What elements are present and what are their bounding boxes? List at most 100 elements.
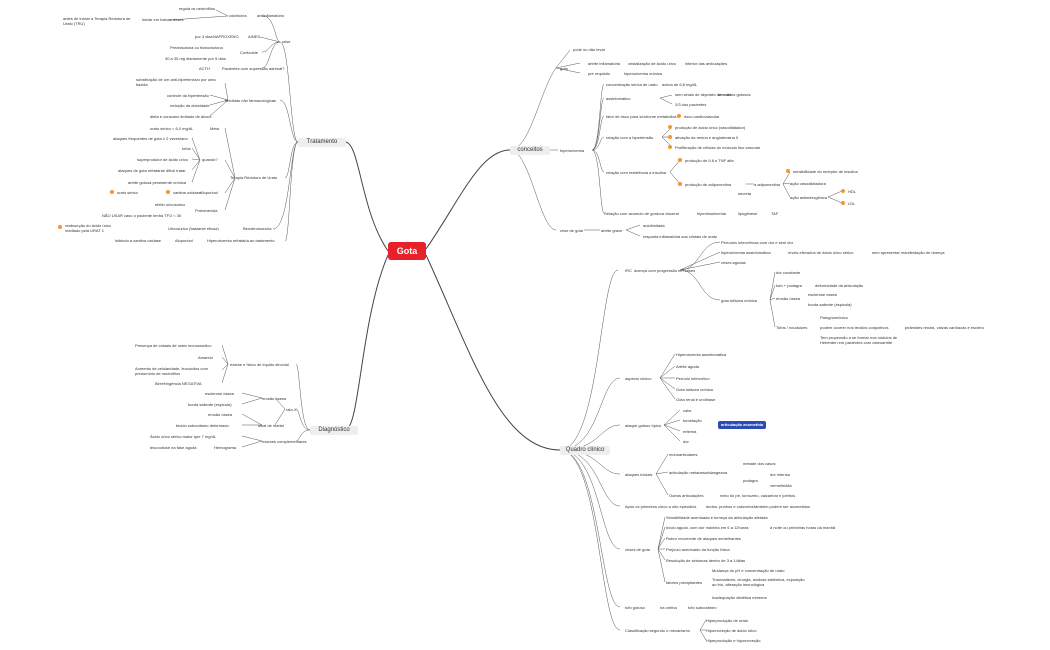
node[interactable]: Hipoexcreção de ácido úrico xyxy=(706,628,757,633)
node[interactable]: sem apresentar manifestação de doença xyxy=(872,250,945,255)
node[interactable]: Birrefringência NEGATIVA xyxy=(155,381,202,386)
node[interactable]: iniciar em baixas doses xyxy=(142,17,184,22)
node[interactable]: exame e físico de líquido sinovial xyxy=(230,362,289,367)
node[interactable]: crises de gota xyxy=(625,547,650,552)
node[interactable]: Mudança do pH e concentração de urato xyxy=(712,568,785,573)
node[interactable]: reabsorção do ácido úrico mediado pela U… xyxy=(65,223,112,233)
node[interactable]: esclerose óssea xyxy=(808,292,837,297)
node[interactable]: podem ocorrer nos tecidos conjuntivos xyxy=(820,325,889,330)
node[interactable]: Artrite aguda xyxy=(676,364,699,369)
node[interactable]: esclerose óssea xyxy=(205,391,234,396)
node[interactable]: sem tofos gotosos xyxy=(718,92,751,97)
node[interactable]: ativação da renina e angiotensina II xyxy=(675,135,739,140)
node[interactable]: Amarelo xyxy=(198,355,213,360)
node[interactable]: Gota tofácea crônica xyxy=(676,387,713,392)
central-topic[interactable]: Gota xyxy=(388,242,426,260)
node[interactable]: Hemograma xyxy=(214,445,237,450)
node[interactable]: erosão óssea xyxy=(208,412,233,417)
node[interactable]: produção de ácido úrico (vasodilatador) xyxy=(675,125,746,130)
node[interactable]: ataques frequentes de gota ≥ 2 vezes/ano xyxy=(113,136,188,141)
node[interactable]: Outras articulações xyxy=(669,493,704,498)
node[interactable]: gota tofácea crônica xyxy=(721,298,758,303)
node[interactable]: Hiperprodução e hipoexcreção xyxy=(706,638,761,643)
node[interactable]: 2/3 dos pacientes xyxy=(675,102,707,107)
node[interactable]: TAF xyxy=(771,211,779,216)
node[interactable]: na orelha xyxy=(660,605,677,610)
node[interactable]: substituição de um anti-hipertensivo por… xyxy=(136,77,216,87)
node[interactable]: produção de adiponectina xyxy=(685,182,732,187)
node[interactable]: Pacientes com supressão adrenal? xyxy=(222,66,285,71)
node[interactable]: superprodutor de ácido úrico xyxy=(137,157,188,162)
node[interactable]: interior das articulações xyxy=(685,61,728,66)
node[interactable]: gota xyxy=(560,66,568,71)
node[interactable]: Prednisolona ou triancinolona xyxy=(170,45,223,50)
node[interactable]: dedos, punhos e cotovelos xyxy=(706,504,754,509)
node[interactable]: tofo subcutâneo xyxy=(688,605,717,610)
node[interactable]: NAPROXENO xyxy=(213,34,239,39)
node[interactable]: por 3 dias xyxy=(195,34,213,39)
node[interactable]: Hiperuricemia assintomática xyxy=(676,352,727,357)
node[interactable]: Alopurinol xyxy=(175,238,193,243)
node[interactable]: Medidas não farmacológicas xyxy=(225,98,276,103)
node[interactable]: Patognomônico xyxy=(820,315,848,320)
node[interactable]: doença com progressão em crises xyxy=(634,268,696,273)
node[interactable]: ACTH xyxy=(199,66,210,71)
node[interactable]: relação com resistência a insulina xyxy=(606,170,667,175)
node[interactable]: sensibilidade do receptor de insulina xyxy=(793,169,858,174)
node[interactable]: erosão óssea xyxy=(262,396,287,401)
node[interactable]: Terapia Redutora de Urato xyxy=(230,175,278,180)
node[interactable]: hiperuricemia assintomática xyxy=(721,250,771,255)
node[interactable]: à noite ou primeiras horas da manhã xyxy=(770,525,836,530)
node[interactable]: pré requisito xyxy=(588,71,611,76)
node[interactable]: também podem ser acometidos xyxy=(754,504,811,509)
node[interactable]: controle da hipertensão xyxy=(167,93,209,98)
node[interactable]: crise de gota xyxy=(560,228,583,233)
node[interactable]: erosão óssea xyxy=(776,296,801,301)
node[interactable]: artrite inflamatória xyxy=(588,61,621,66)
node[interactable]: ação vasodilatadora xyxy=(790,181,826,186)
node[interactable]: quando? xyxy=(202,157,218,162)
node[interactable]: dor constante xyxy=(776,270,801,275)
node[interactable]: Uricosúrico (bastante eficaz) xyxy=(168,226,219,231)
node[interactable]: NÃO USAR caso o paciente tenha TFG < 30 xyxy=(102,213,182,218)
node[interactable]: Aumento de celularidade, leucócitos com … xyxy=(135,366,208,376)
node[interactable]: hiperinsulinemia xyxy=(697,211,726,216)
node[interactable]: 30 a 35 mg diariamente por 5 dias xyxy=(165,56,226,61)
node[interactable]: exames complementares xyxy=(262,439,307,444)
node[interactable]: acima de 6,8 mg/dL xyxy=(662,82,698,87)
node[interactable]: regula os neutrófilos xyxy=(178,6,215,11)
node[interactable]: Hiperprodução de urato xyxy=(706,618,749,623)
node[interactable]: Presença de cristais de urato monossódic… xyxy=(135,343,212,348)
branch-diagnostico[interactable]: Diagnóstico xyxy=(310,426,358,435)
node[interactable]: hiperuricemia crônica xyxy=(624,71,663,76)
node[interactable]: concentração sérica de urato xyxy=(606,82,658,87)
node[interactable]: relação com a hipertensão xyxy=(606,135,654,140)
node[interactable]: Período intercrítico xyxy=(676,376,710,381)
node[interactable]: níveis elevados de ácido úrico sérico xyxy=(788,250,854,255)
node[interactable]: a adiponectina xyxy=(754,182,781,187)
node[interactable]: Inadequação dietética extrema xyxy=(712,595,767,600)
node[interactable]: Períodos intercríticas com dor e sem dor xyxy=(721,240,794,245)
node[interactable]: artrite grave xyxy=(601,228,623,233)
node[interactable]: redução da obesidade xyxy=(170,103,210,108)
node[interactable]: Gota renal e urolitíase xyxy=(676,397,716,402)
node[interactable]: artrite gotosa persistente crônica xyxy=(128,180,187,185)
node[interactable]: monoarticulares xyxy=(669,452,698,457)
node[interactable]: Tofos / nouduloes xyxy=(776,325,808,330)
branch-conceitos[interactable]: conceitos xyxy=(510,146,550,155)
node[interactable]: dor xyxy=(683,439,689,444)
node[interactable]: articulação metatarsofalangeana xyxy=(669,470,728,475)
node[interactable]: tecido subcutâneo deformado xyxy=(176,423,229,428)
node[interactable]: Relação com acúmulo de gordura visceral xyxy=(604,211,679,216)
node[interactable]: ataque gotoso típico xyxy=(625,423,662,428)
node[interactable]: Início agudo, com dor máxima em 6 a 12ho… xyxy=(666,525,749,530)
node[interactable]: tumefação xyxy=(683,418,702,423)
node[interactable]: urato sérico < 6,0 mg/dL xyxy=(150,126,194,131)
node[interactable]: autolimitada xyxy=(643,223,665,228)
node[interactable]: HDL xyxy=(848,189,857,194)
node[interactable]: leucocitose na fase aguda xyxy=(150,445,197,450)
node[interactable]: Proliferação de células do músculo liso … xyxy=(675,145,761,150)
node[interactable]: hiperuricemia xyxy=(560,148,585,153)
node[interactable]: Após os primeiros cinco a oito episódios xyxy=(625,504,697,509)
highlight-node[interactable]: articulação acometida xyxy=(718,421,767,429)
